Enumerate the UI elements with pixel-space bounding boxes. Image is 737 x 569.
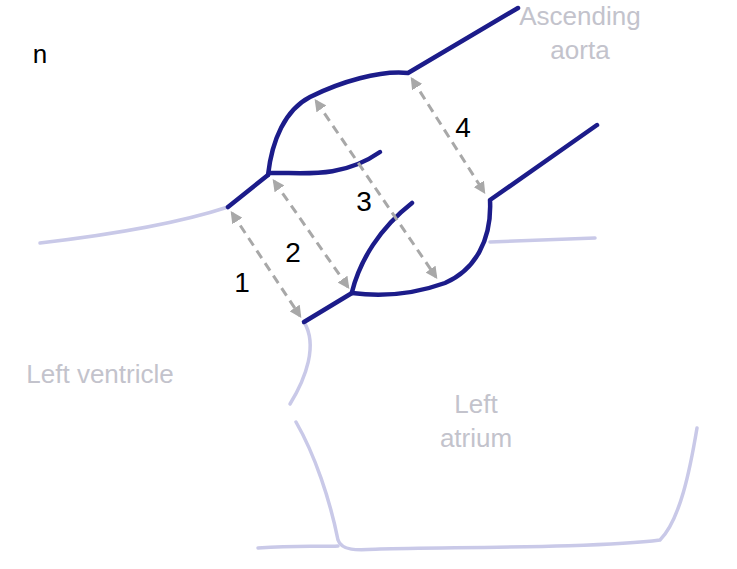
atrium-wall — [258, 546, 338, 548]
partial-text: n — [20, 38, 60, 72]
sinus-wall — [352, 125, 597, 295]
measurement-arrow — [274, 181, 348, 287]
region-label: Left ventricle — [25, 358, 175, 392]
septum-line — [290, 322, 310, 404]
measurement-arrow — [412, 79, 484, 192]
callout-number: 1 — [227, 265, 257, 301]
annulus-wall — [228, 175, 268, 207]
measurement-arrows — [232, 79, 484, 316]
measurement-arrow — [316, 101, 436, 277]
aortic-root — [228, 8, 597, 322]
sinus-wall — [268, 8, 518, 175]
atrium-top — [490, 238, 595, 242]
region-label: Ascending aorta — [505, 0, 655, 68]
annulus-wall — [304, 293, 352, 322]
callout-number: 4 — [448, 110, 478, 146]
callout-number: 2 — [278, 235, 308, 271]
callout-number: 3 — [349, 184, 379, 220]
ventricle-wall — [40, 207, 228, 243]
region-label: Left atrium — [416, 388, 536, 456]
